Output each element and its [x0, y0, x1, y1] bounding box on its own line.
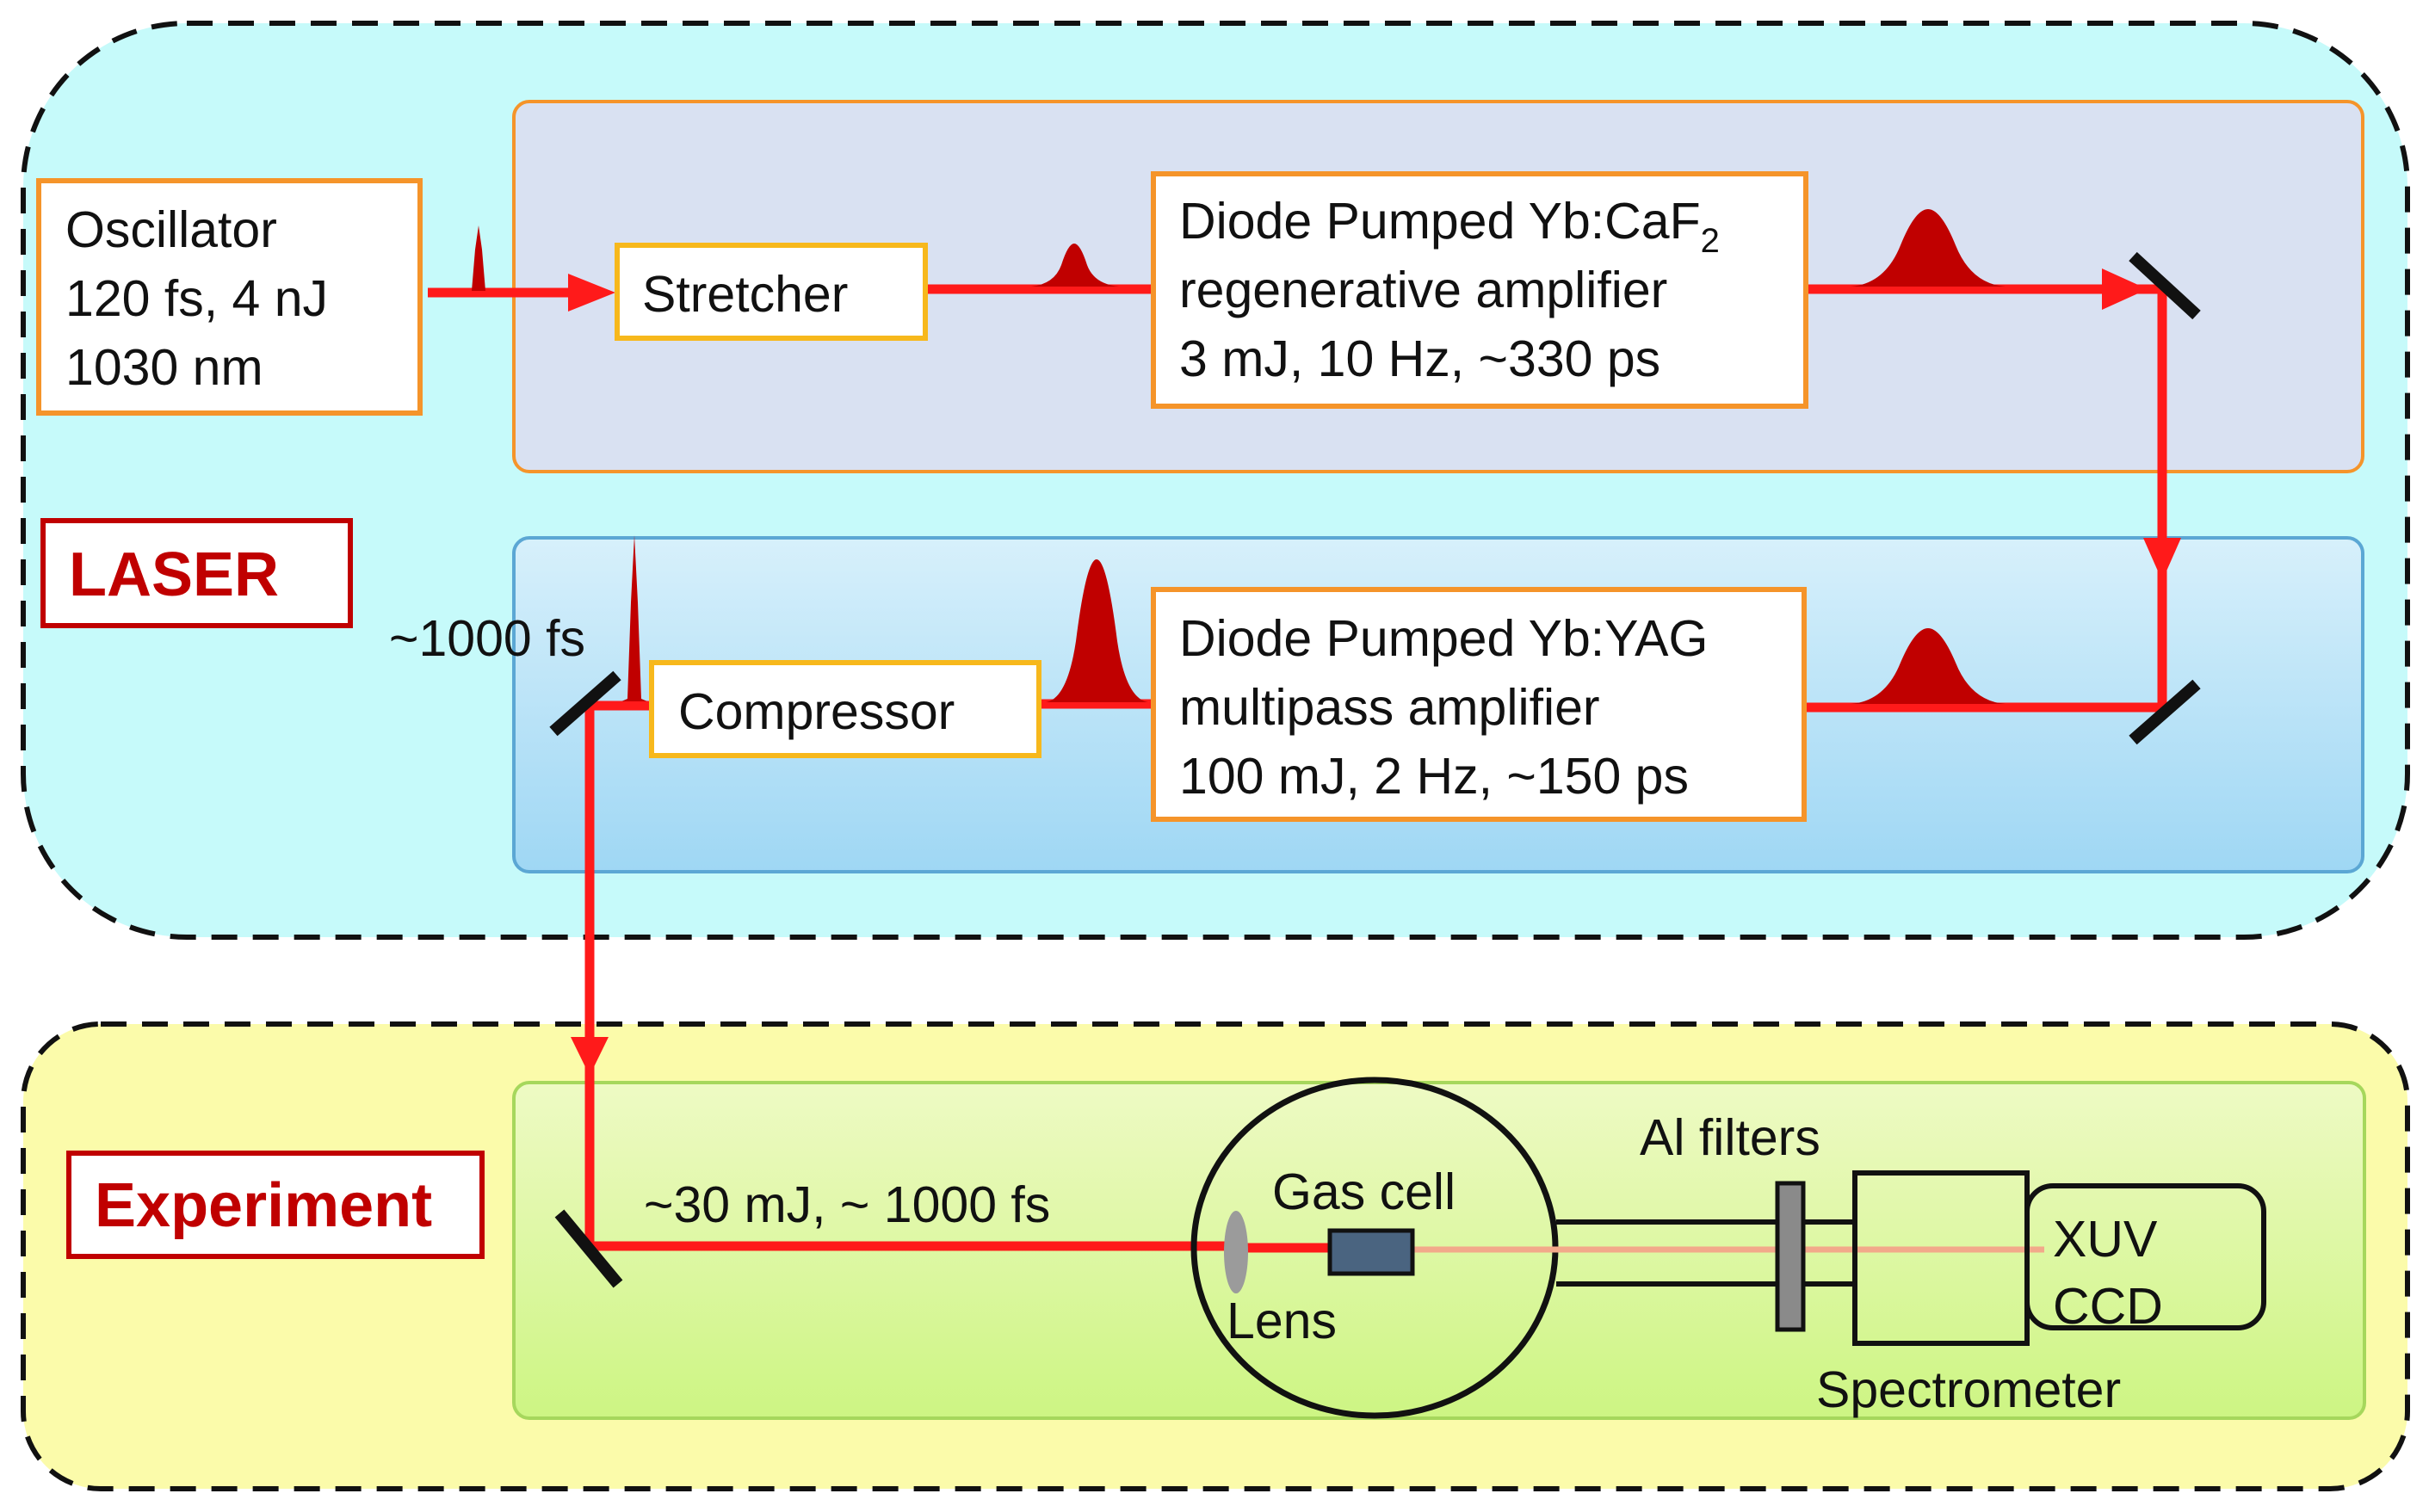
pulse-shapes: [462, 209, 2006, 704]
oscillator-line2: 120 fs, 4 nJ: [65, 270, 328, 327]
gas-cell-label: Gas cell: [1272, 1163, 1456, 1220]
pulse-shape-icon: [462, 225, 495, 291]
pulse-shape-icon: [1046, 559, 1148, 702]
mirror-icon: [2129, 679, 2201, 745]
regen-line1-text: Diode Pumped Yb:CaF: [1179, 193, 1701, 250]
spectrometer-label: Spectrometer: [1816, 1361, 2121, 1418]
pulse-shape-icon: [621, 535, 647, 701]
multipass-line3: 100 mJ, 2 Hz, ~150 ps: [1179, 748, 1689, 805]
mirror-icon: [549, 670, 621, 737]
lens-label: Lens: [1227, 1293, 1337, 1349]
pulse-shape-icon: [1851, 628, 2006, 704]
arrow-right-icon: [568, 274, 615, 312]
experiment-title: Experiment: [95, 1171, 432, 1240]
regen-line3: 3 mJ, 10 Hz, ~330 ps: [1179, 330, 1660, 387]
regen-line1: Diode Pumped Yb:CaF2: [1179, 193, 1720, 260]
xuv-ccd-label-line1: XUV: [2053, 1211, 2158, 1268]
laser-title-box: [40, 518, 353, 628]
regen-amplifier-box: [1151, 171, 1808, 409]
multipass-line1: Diode Pumped Yb:YAG: [1179, 610, 1708, 667]
arrow-down-icon: [571, 1037, 609, 1076]
multipass-amplifier-box: [1151, 587, 1807, 822]
xuv-ccd-box: [2024, 1183, 2266, 1330]
oscillator-line1: Oscillator: [65, 201, 277, 258]
al-filters-label: Al filters: [1640, 1109, 1820, 1166]
beam-energy-label: ~30 mJ, ~ 1000 fs: [644, 1176, 1050, 1233]
stretcher-box: [615, 243, 928, 341]
al-filter-icon: [1775, 1181, 1806, 1332]
regen-line1-subscript: 2: [1701, 222, 1720, 260]
compressor-box: [649, 660, 1041, 758]
mirror-icon: [2129, 251, 2201, 320]
mirror-icon: [554, 1209, 623, 1288]
multipass-line2: multipass amplifier: [1179, 679, 1600, 736]
xuv-ccd-label-line2: CCD: [2053, 1278, 2163, 1335]
experiment-title-box: [66, 1151, 485, 1259]
pulse-shape-icon: [1851, 209, 2006, 287]
arrow-down-icon: [2143, 538, 2181, 581]
oscillator-box: [36, 178, 423, 416]
compressed-duration-label: ~1000 fs: [389, 610, 585, 667]
pulse-shape-icon: [1031, 244, 1119, 287]
oscillator-line3: 1030 nm: [65, 339, 263, 396]
arrow-right-icon: [2102, 268, 2148, 310]
regen-line2: regenerative amplifier: [1179, 262, 1667, 318]
compressor-label: Compressor: [678, 683, 955, 740]
laser-title: LASER: [69, 540, 279, 609]
lens-icon: [1224, 1211, 1248, 1293]
stretcher-label: Stretcher: [642, 266, 848, 323]
gas-cell-icon: [1327, 1228, 1415, 1276]
